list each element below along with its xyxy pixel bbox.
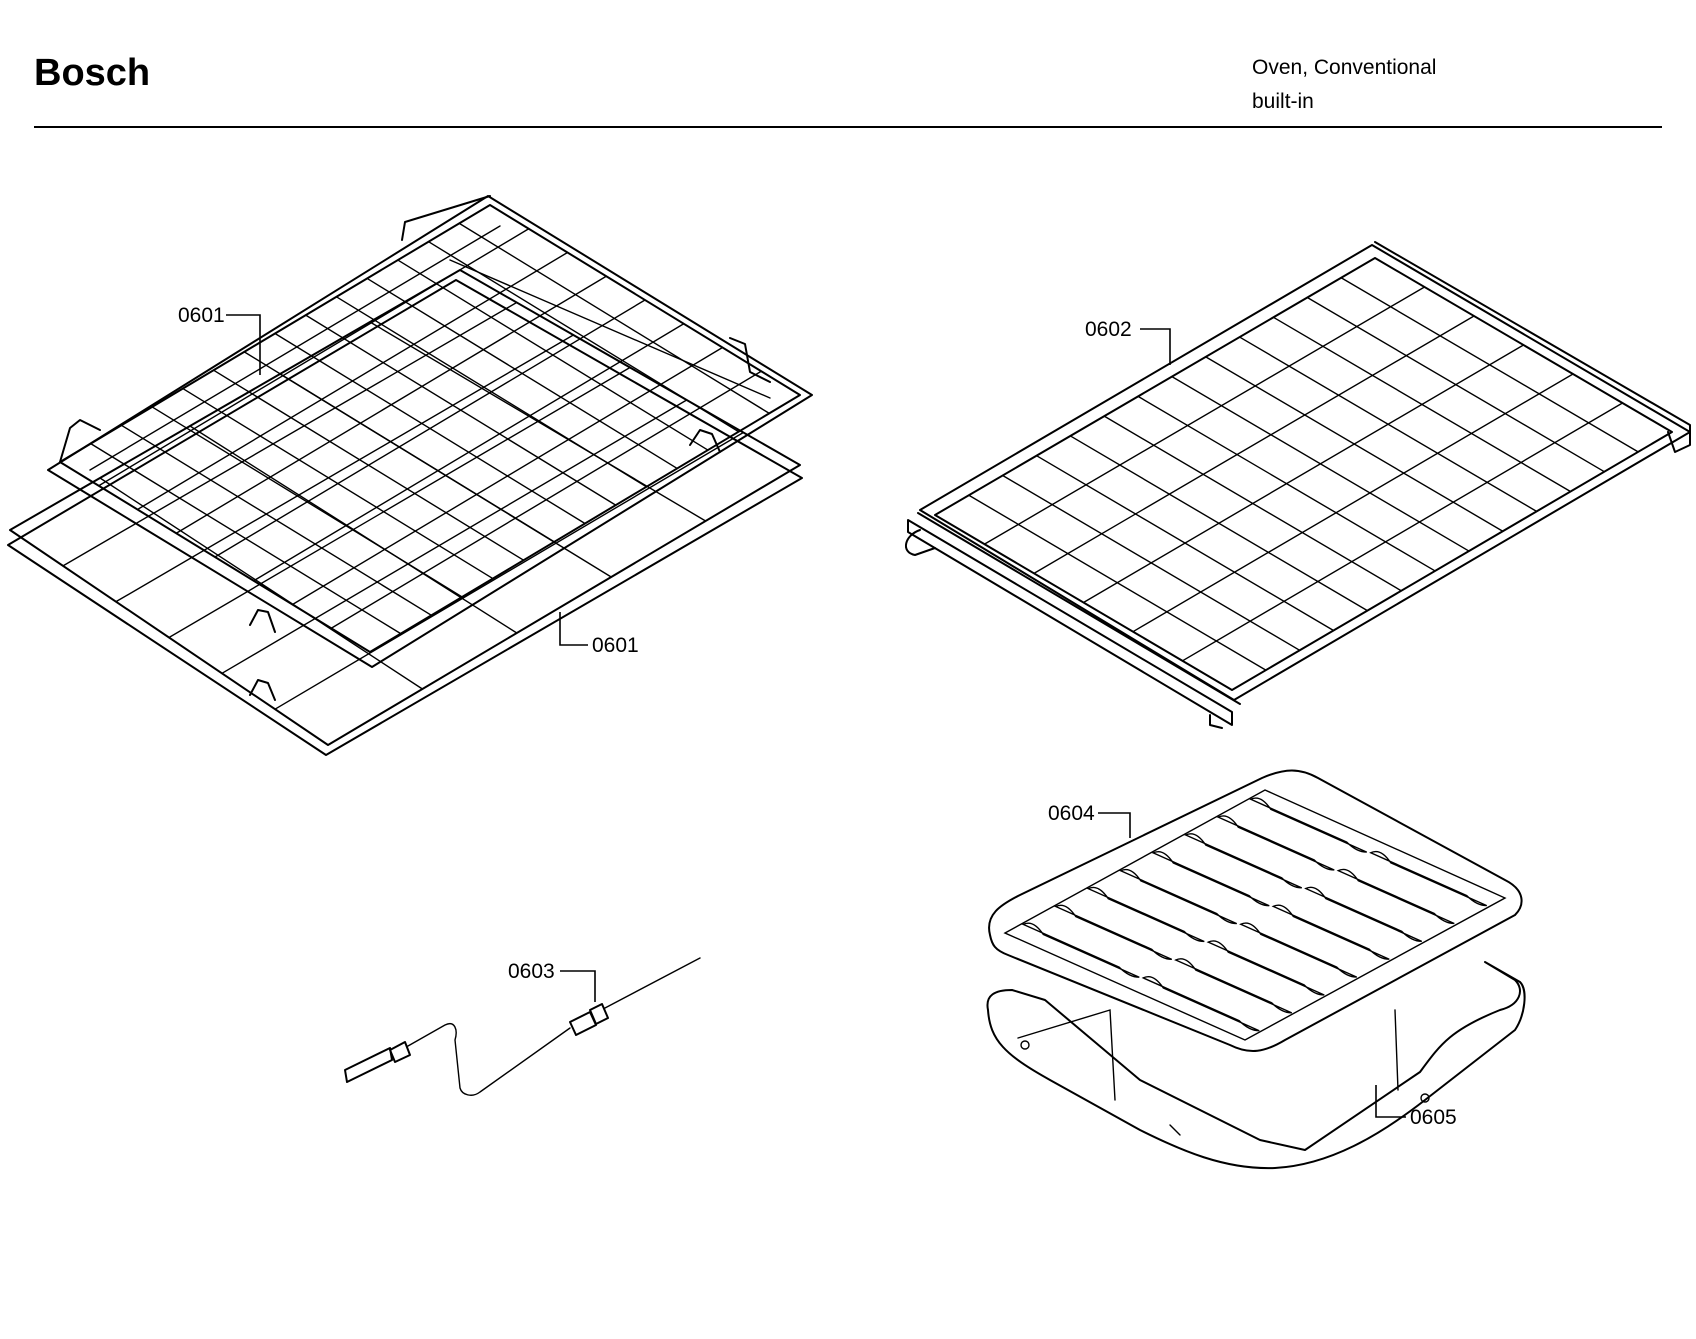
rack-wire	[330, 370, 762, 629]
rack-wire	[279, 373, 612, 578]
broil-pan[interactable]	[986, 961, 1526, 1170]
svg-text:0601: 0601	[592, 634, 639, 657]
product-type: Oven, Conventional	[1252, 56, 1437, 79]
svg-text:0602: 0602	[1085, 318, 1132, 341]
broil-slot	[1174, 958, 1293, 1014]
temperature-probe[interactable]	[344, 957, 701, 1096]
brand-title: Bosch	[34, 52, 151, 94]
rack-wire	[98, 228, 530, 487]
broil-slot	[1184, 833, 1303, 889]
callout-0604: 0604	[1048, 802, 1131, 838]
broil-slot	[1151, 850, 1270, 907]
rack-wire	[214, 299, 646, 558]
callout-0602: 0602	[1085, 318, 1171, 365]
callout-0603: 0603	[508, 960, 596, 1002]
svg-text:0605: 0605	[1410, 1106, 1457, 1129]
rack-wire	[99, 477, 424, 690]
callout-0601-top: 0601	[178, 304, 261, 375]
rack-wire	[175, 275, 607, 534]
broil-slot	[1086, 886, 1205, 943]
wire-rack-bottom[interactable]	[7, 269, 803, 756]
callout-0605: 0605	[1375, 1085, 1457, 1129]
broil-slot	[1304, 886, 1423, 943]
rack-wire	[369, 321, 707, 522]
rack-wire	[983, 286, 1426, 545]
telescopic-rack[interactable]	[905, 241, 1691, 729]
broil-slot	[1141, 975, 1260, 1032]
rack-wire	[1132, 373, 1574, 633]
broil-slot	[1206, 940, 1325, 996]
rack-wire	[168, 366, 631, 639]
rack-wire	[221, 399, 688, 675]
svg-text:0604: 0604	[1048, 802, 1095, 825]
svg-text:0601: 0601	[178, 304, 225, 327]
rack-wire	[136, 251, 569, 511]
rack-wire	[274, 431, 745, 710]
svg-text:0603: 0603	[508, 960, 555, 983]
broil-slot	[1249, 797, 1368, 853]
broil-slot	[1336, 868, 1455, 925]
header-divider	[34, 126, 1662, 128]
broil-slot	[1054, 904, 1173, 961]
broil-slot	[1271, 904, 1390, 960]
rack-wire	[253, 323, 685, 582]
rack-wire	[1033, 315, 1475, 575]
broil-pan-insert[interactable]	[988, 769, 1523, 1052]
wire-rack-top[interactable]	[47, 195, 813, 668]
broil-slot	[1369, 850, 1488, 907]
broil-slot	[1216, 815, 1335, 871]
broil-slot	[1119, 868, 1238, 925]
broil-slot	[1021, 922, 1140, 978]
rack-wire	[115, 334, 575, 603]
callout-0601-bottom: 0601	[559, 612, 639, 657]
product-subtype: built-in	[1252, 90, 1314, 113]
rack-wire	[291, 346, 724, 606]
rack-wire	[189, 425, 518, 634]
rack-wire	[1082, 344, 1525, 604]
rack-wire	[1181, 402, 1624, 662]
rack-wire	[62, 301, 518, 567]
broil-slot	[1239, 922, 1358, 978]
